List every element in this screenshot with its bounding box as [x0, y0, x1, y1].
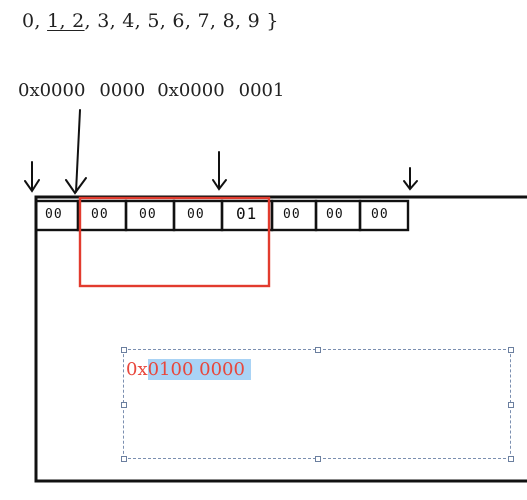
sequence-suffix: , 3, 4, 5, 6, 7, 8, 9 } — [84, 10, 279, 32]
arrow-4 — [403, 167, 418, 191]
hex-a1: 0x0000 — [18, 80, 86, 101]
cell-label-5: 00 — [283, 207, 301, 222]
frame-outline — [34, 195, 527, 483]
resize-handle-bl[interactable] — [121, 456, 127, 462]
selected-text[interactable]: 0x0100 0000 — [126, 359, 251, 380]
resize-handle-tr[interactable] — [508, 347, 514, 353]
cell-label-4: 01 — [236, 204, 258, 223]
hex-addresses: 0x0000 0000 0x0000 0001 — [18, 80, 284, 101]
selected-text-highlight: 0100 0000 — [147, 359, 251, 380]
arrow-2 — [65, 109, 87, 195]
selected-text-prefix: 0x — [126, 359, 148, 380]
cell-label-6: 00 — [326, 207, 344, 222]
number-sequence: 0, 1, 2, 3, 4, 5, 6, 7, 8, 9 } — [22, 10, 279, 32]
highlight-box — [78, 196, 271, 288]
cell-label-3: 00 — [187, 207, 205, 222]
pointer-arrows — [24, 109, 418, 195]
cell-label-0: 00 — [45, 207, 63, 222]
resize-handle-tm[interactable] — [315, 347, 321, 353]
cell-strip — [34, 199, 410, 232]
resize-handle-ml[interactable] — [121, 402, 127, 408]
cell-7 — [358, 199, 410, 232]
hex-b2: 0001 — [238, 80, 285, 101]
hex-a2: 0000 — [99, 80, 146, 101]
cell-label-2: 00 — [139, 207, 157, 222]
resize-handle-bm[interactable] — [315, 456, 321, 462]
sequence-underlined: 1, 2 — [47, 10, 85, 32]
resize-handle-br[interactable] — [508, 456, 514, 462]
sequence-prefix: 0, — [22, 10, 48, 32]
cell-label-7: 00 — [371, 207, 389, 222]
arrow-3 — [212, 151, 227, 191]
cell-label-1: 00 — [91, 207, 109, 222]
resize-handle-mr[interactable] — [508, 402, 514, 408]
arrow-1 — [24, 161, 40, 193]
hex-b1: 0x0000 — [157, 80, 225, 101]
resize-handle-tl[interactable] — [121, 347, 127, 353]
